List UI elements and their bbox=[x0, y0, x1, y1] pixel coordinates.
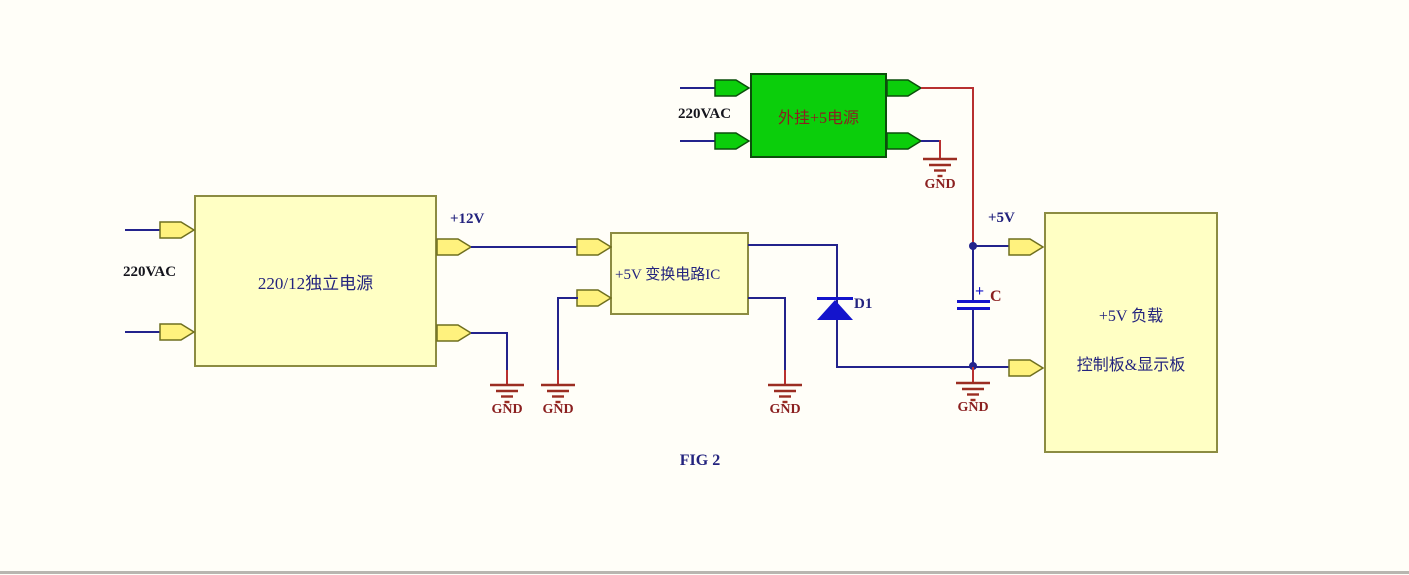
block-5v-load-line1: +5V 负载 bbox=[1098, 308, 1164, 325]
wire-ext-input-top bbox=[680, 87, 716, 89]
junction-dot bbox=[969, 362, 977, 370]
ground-icon bbox=[923, 157, 957, 178]
capacitor-icon bbox=[957, 300, 990, 303]
port-arrow-icon bbox=[576, 289, 612, 307]
wire-ext-5v-out-v bbox=[972, 87, 974, 247]
wire-conv-gnd2-v bbox=[784, 297, 786, 372]
wire-ext-5v-out-h bbox=[921, 87, 974, 89]
wire-main-input-bottom bbox=[125, 331, 161, 333]
wire-main-gnd-v bbox=[506, 332, 508, 372]
v5-label: +5V bbox=[988, 210, 1015, 226]
wire-main-input-top bbox=[125, 229, 161, 231]
port-arrow-icon bbox=[886, 132, 922, 150]
wire-5v-to-load bbox=[973, 245, 1010, 247]
wire-main-gnd-stem bbox=[506, 370, 508, 384]
wire-ext-gnd-stem bbox=[939, 140, 941, 158]
gnd-label: GND bbox=[769, 402, 801, 417]
port-arrow-icon bbox=[159, 323, 195, 341]
wire-bottom-rail bbox=[836, 366, 1010, 368]
ground-icon bbox=[768, 383, 802, 404]
port-arrow-icon bbox=[1008, 238, 1044, 256]
block-220-12-supply: 220/12独立电源 bbox=[194, 195, 437, 367]
block-5v-load: +5V 负载 控制板&显示板 bbox=[1044, 212, 1218, 453]
bottom-edge-line bbox=[0, 571, 1409, 574]
figure-caption: FIG 2 bbox=[679, 452, 721, 469]
port-arrow-icon bbox=[159, 221, 195, 239]
main-input-voltage-label: 220VAC bbox=[123, 264, 177, 280]
wire-conv-out-h bbox=[748, 244, 838, 246]
port-arrow-icon bbox=[1008, 359, 1044, 377]
block-external-5v-supply: 外挂+5电源 bbox=[750, 73, 887, 158]
wire-node-gnd-stem bbox=[972, 367, 974, 382]
ground-icon bbox=[541, 383, 575, 404]
ground-icon bbox=[956, 381, 990, 402]
wire-ext-gnd-h bbox=[921, 140, 941, 142]
gnd-label: GND bbox=[957, 400, 989, 415]
port-arrow-icon bbox=[714, 79, 750, 97]
wire-conv-gnd2-stem bbox=[784, 370, 786, 384]
gnd-label: GND bbox=[542, 402, 574, 417]
port-arrow-icon bbox=[436, 324, 472, 342]
capacitor-icon bbox=[957, 307, 990, 310]
diode-cathode-bar-icon bbox=[817, 297, 853, 300]
wire-conv-gnd2-h bbox=[748, 297, 786, 299]
cap-pin-top bbox=[972, 246, 974, 302]
block-5v-load-line2: 控制板&显示板 bbox=[1076, 357, 1186, 374]
capacitor-label: C bbox=[990, 288, 1002, 305]
wire-main-gnd-h bbox=[471, 332, 508, 334]
v12-label: +12V bbox=[450, 211, 485, 227]
block-5v-converter-ic: +5V 变换电路IC bbox=[610, 232, 749, 315]
wire-12v bbox=[471, 246, 578, 248]
gnd-label: GND bbox=[924, 177, 956, 192]
wire-ext-input-bottom bbox=[680, 140, 716, 142]
ext-input-voltage-label: 220VAC bbox=[678, 106, 732, 122]
wire-conv-gnd-stem bbox=[557, 370, 559, 384]
gnd-label: GND bbox=[491, 402, 523, 417]
diode-icon bbox=[817, 300, 853, 320]
port-arrow-icon bbox=[886, 79, 922, 97]
port-arrow-icon bbox=[436, 238, 472, 256]
cap-pin-bottom bbox=[972, 310, 974, 368]
port-arrow-icon bbox=[714, 132, 750, 150]
block-220-12-supply-label: 220/12独立电源 bbox=[257, 273, 374, 293]
capacitor-polarity-label: + bbox=[975, 283, 985, 300]
diode-label: D1 bbox=[854, 296, 873, 312]
wire-conv-gnd-h bbox=[558, 297, 578, 299]
wire-conv-gnd-v bbox=[557, 297, 559, 372]
block-5v-converter-ic-label: +5V 变换电路IC bbox=[615, 267, 721, 283]
port-arrow-icon bbox=[576, 238, 612, 256]
ground-icon bbox=[490, 383, 524, 404]
block-external-5v-supply-label: 外挂+5电源 bbox=[777, 109, 860, 127]
